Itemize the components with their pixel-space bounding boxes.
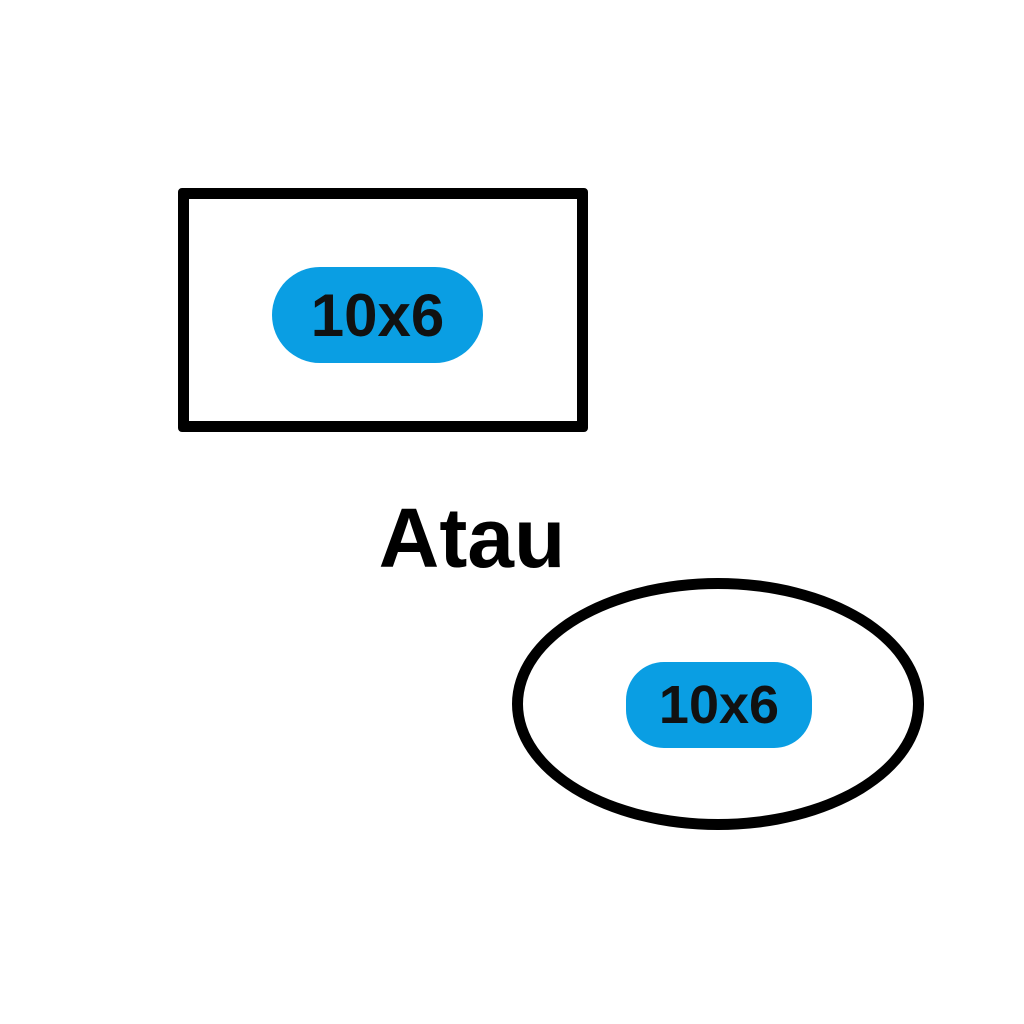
rectangle-shape-option: [178, 188, 588, 432]
rectangle-size-label: 10x6: [310, 281, 445, 349]
ellipse-size-label: 10x6: [658, 675, 780, 735]
connector-word: Atau: [378, 491, 566, 585]
ellipse-size-badge: 10x6: [626, 662, 812, 748]
rectangle-size-badge: 10x6: [272, 267, 483, 363]
